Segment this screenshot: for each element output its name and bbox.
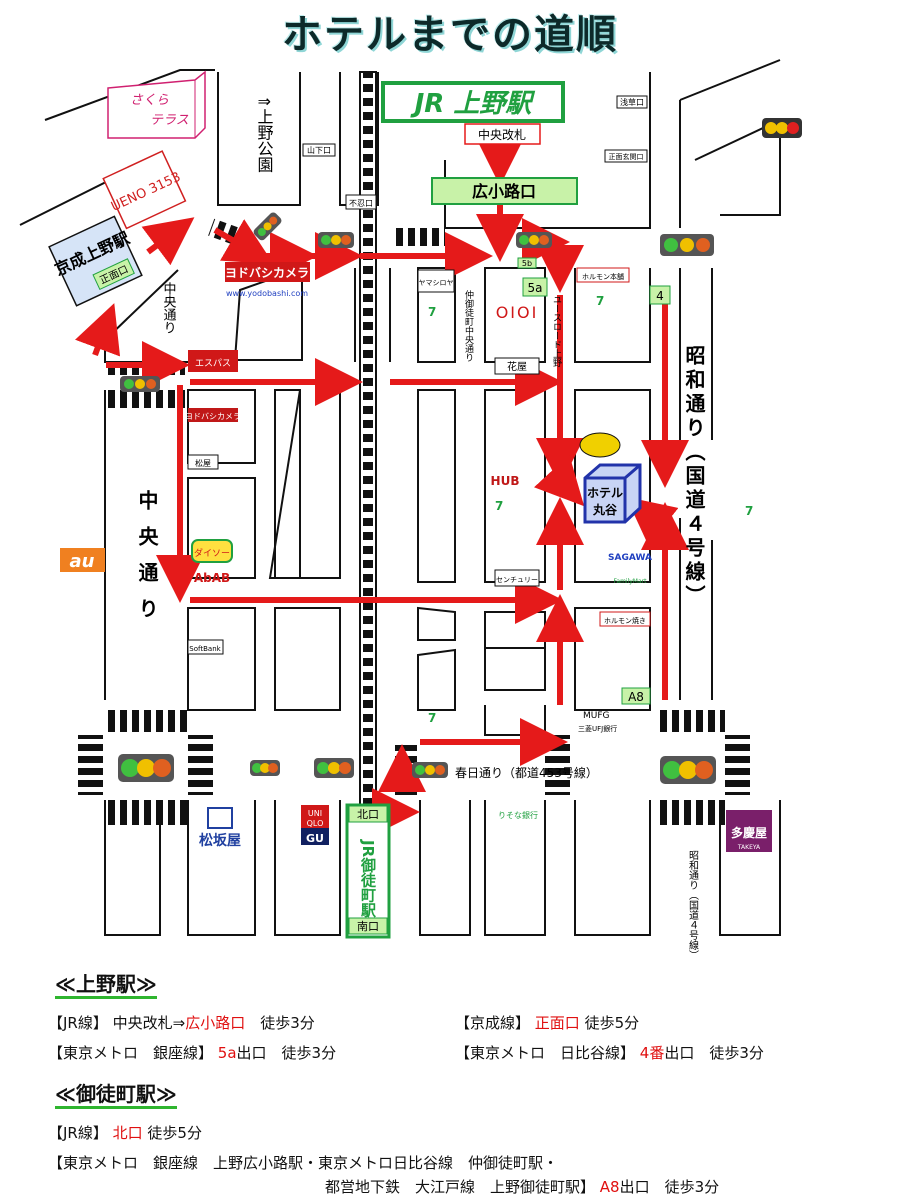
ueno-park-label: ⇑上野公園 <box>255 95 274 172</box>
jr-ueno-station: JR 上野駅 <box>381 81 565 123</box>
sakura-label-2: テラス <box>150 113 189 128</box>
softbank-label: SoftBank <box>189 645 221 653</box>
page-title: ホテルまでの道順 <box>282 11 618 58</box>
hotel-label-2: 丸谷 <box>592 502 618 517</box>
hotel-marutani: ホテル 丸谷 <box>583 463 642 524</box>
exit-4-label: 4 <box>656 289 664 303</box>
chuo-dori-label: 中央通り <box>135 489 159 634</box>
south-exit-label: 南口 <box>357 920 379 933</box>
jr-okachimachi-station: 北口 JR御徒町駅 南口 <box>345 803 391 939</box>
okachimachi-jr-line: 【JR線】 北口 徒歩5分 <box>48 1124 202 1142</box>
route-map: JR 上野駅 中央改札 広小路口 山下口 不忍口 浅草口 正面玄関口 ⇑上野公園… <box>19 59 802 960</box>
ueno-ginza-line: 【東京メトロ 銀座線】 5a出口 徒歩3分 <box>48 1044 337 1062</box>
sakura-label-1: さくら <box>130 93 169 108</box>
naka-okachimachi-label: 仲御徒町中央通り <box>463 289 474 362</box>
takeya-en-label: TAKEYA <box>737 844 761 851</box>
ueno3153-building: UENO 3153 <box>102 150 187 230</box>
svg-text:GU: GU <box>306 832 324 845</box>
svg-text:7: 7 <box>495 499 503 513</box>
takeya-store: 多慶屋 TAKEYA <box>726 810 772 852</box>
ueno-heading: ≪上野駅≫ <box>55 968 157 999</box>
yushima-ueno-label: ユースロード上野 <box>551 295 562 367</box>
matsuya-label: 松屋 <box>195 458 211 468</box>
chuo-kaisatsu-label: 中央改札 <box>478 127 526 142</box>
takeya-label: 多慶屋 <box>731 825 767 840</box>
keisei-ueno-station: 京成上野駅 正面口 <box>48 215 143 307</box>
svg-text:UNI: UNI <box>308 809 322 818</box>
yodobashi-url: www.yodobashi.com <box>226 289 308 298</box>
ueno-jr-line: 【JR線】 中央改札⇒広小路口 徒歩3分 <box>48 1014 315 1032</box>
svg-text:7: 7 <box>428 305 436 319</box>
route-arrows <box>75 138 689 836</box>
yodobashi-label: ヨドバシカメラ <box>225 266 309 280</box>
jr-okachimachi-label: JR御徒町駅 <box>359 839 377 918</box>
au-label: au <box>70 551 95 572</box>
jr-ueno-label: JR 上野駅 <box>410 89 536 119</box>
ueno-keisei-line: 【京成線】 正面口 徒歩5分 <box>455 1014 640 1032</box>
north-exit-label: 北口 <box>357 808 379 821</box>
mufg-label: MUFG <box>583 711 610 721</box>
hanaya-label: 花屋 <box>507 360 527 373</box>
hub-label: HUB <box>491 474 520 488</box>
showa-dori-label: 昭和通り（国道４号線） <box>682 345 706 609</box>
traffic-lights <box>118 118 802 784</box>
horumon-2-label: ホルモン焼き <box>604 616 646 625</box>
daiso-label: ダイソー <box>194 547 230 559</box>
okachimachi-heading: ≪御徒町駅≫ <box>55 1078 177 1109</box>
exit-a8-label: A8 <box>628 690 644 704</box>
seven-eleven-icons: 7 7 7 7 7 <box>428 294 753 725</box>
abab-label: AbAB <box>194 571 230 585</box>
asakusa-exit-label: 浅草口 <box>620 97 644 107</box>
esupasu-label: エスパス <box>195 358 231 369</box>
showa-dori-small-label: 昭和通り（国道４号線） <box>687 850 699 960</box>
century-label: センチュリー <box>496 576 538 584</box>
hotel-label-1: ホテル <box>587 486 623 500</box>
svg-text:QLO: QLO <box>307 819 324 828</box>
horumon-1-label: ホルモン本舗 <box>582 272 624 281</box>
sagawa-label: SAGAWA <box>608 553 652 563</box>
directions-legend: ≪上野駅≫ 【JR線】 中央改札⇒広小路口 徒歩3分 【京成線】 正面口 徒歩5… <box>0 960 900 1200</box>
matsuzakaya-store: 松坂屋 <box>199 807 241 849</box>
okachimachi-metro-line-2: 都営地下鉄 大江戸線 上野御徒町駅】 A8出口 徒歩3分 <box>325 1178 720 1196</box>
svg-text:7: 7 <box>428 711 436 725</box>
yodobashi-2-label: ヨドバシカメラ <box>185 412 241 421</box>
exit-5b-label: 5b <box>522 259 532 268</box>
railway-track <box>359 71 377 808</box>
svg-text:7: 7 <box>596 294 604 308</box>
yamashita-exit-label: 山下口 <box>307 145 331 155</box>
svg-text:OIOI: OIOI <box>496 303 539 322</box>
shinobazu-exit-label: 不忍口 <box>349 199 373 208</box>
hirokoji-exit-label: 広小路口 <box>472 182 536 201</box>
resona-label: りそな銀行 <box>498 810 538 820</box>
ueno-hibiya-line: 【東京メトロ 日比谷線】 4番出口 徒歩3分 <box>455 1044 764 1062</box>
matsuzakaya-label: 松坂屋 <box>199 832 241 849</box>
svg-text:7: 7 <box>745 504 753 518</box>
yamashiroya-label: ヤマシロヤ <box>419 279 454 287</box>
uniqlo-gu-sign: UNI QLO GU <box>301 805 329 845</box>
kasuga-dori-label: 春日通り（都道453号線） <box>455 765 598 780</box>
familymart-label: FamilyMart <box>614 578 648 585</box>
iriya-exit-label: 正面玄関口 <box>609 152 644 161</box>
mufg-jp-label: 三菱UFJ銀行 <box>578 724 617 733</box>
okachimachi-metro-line-1: 【東京メトロ 銀座線 上野広小路駅・東京メトロ日比谷線 仲御徒町駅・ <box>48 1154 559 1172</box>
sakura-terrace: さくら テラス <box>107 70 206 139</box>
chuo-dori-small-label: 中央通り <box>161 282 177 334</box>
yodobashi-camera-sign: ヨドバシカメラ www.yodobashi.com <box>225 262 310 298</box>
exit-5a-label: 5a <box>528 281 543 295</box>
